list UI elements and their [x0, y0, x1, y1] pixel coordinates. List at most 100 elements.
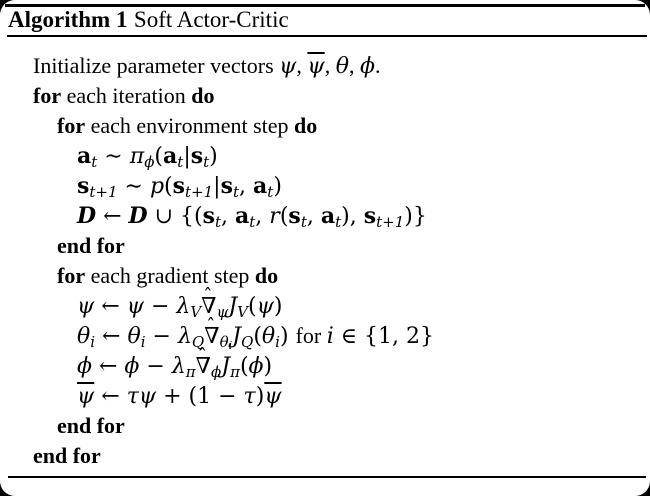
token: ): [273, 174, 282, 199]
token: ∼: [117, 174, 150, 199]
token: ): [279, 324, 296, 349]
token: )}: [404, 204, 427, 229]
token: θ: [77, 324, 91, 349]
algorithm-title-keyword: Algorithm 1: [8, 7, 128, 32]
token: J: [232, 324, 241, 349]
algorithm-line: end for: [0, 441, 650, 471]
token: a: [77, 143, 92, 169]
token: |: [183, 144, 191, 169]
token: ψ: [77, 384, 95, 409]
token: ∈ {1, 2}: [333, 324, 434, 349]
token: ψ: [126, 294, 144, 319]
token: −: [145, 324, 178, 349]
token: τ: [243, 384, 256, 409]
token: |: [213, 174, 221, 199]
token: each environment step: [85, 113, 295, 138]
token: θ: [335, 54, 349, 79]
token: −: [139, 354, 172, 379]
token: each iteration: [61, 83, 192, 108]
token: ,: [348, 53, 360, 78]
token: (: [247, 294, 257, 319]
token: a: [235, 203, 250, 229]
token: ∼: [97, 144, 130, 169]
token: ψ: [256, 294, 274, 319]
token: θ: [219, 332, 229, 351]
top-rule: [5, 4, 645, 7]
token: ),: [341, 204, 364, 229]
token: π: [185, 362, 196, 381]
token: i: [90, 332, 96, 351]
algorithm-line: ψ ← τψ + (1 − τ)ψ: [0, 381, 650, 411]
algorithm-line: end for: [0, 231, 650, 261]
token: r: [269, 204, 280, 229]
algorithm-line: for each iteration do: [0, 81, 650, 111]
token: t: [267, 182, 274, 201]
title-rule: [7, 35, 647, 37]
algorithm-line: ψ ← ψ − λV∇ˆψJV(ψ): [77, 286, 283, 321]
token: ): [263, 354, 273, 379]
token: t: [249, 212, 256, 231]
token: p: [149, 174, 165, 199]
token: ): [273, 294, 283, 319]
token: s: [220, 173, 233, 199]
token: t: [214, 212, 221, 231]
algorithm-line: at ∼ πϕ(at|st): [0, 141, 650, 171]
token: Q: [191, 332, 205, 351]
algorithm-line: ϕ ← ϕ − λπ∇ˆϕJπ(ϕ): [77, 346, 273, 381]
token: λ: [171, 354, 186, 379]
token: J: [221, 354, 231, 379]
token: π: [129, 144, 145, 169]
token: Initialize parameter vectors: [33, 53, 280, 78]
token: t: [203, 152, 210, 171]
token: s: [190, 143, 204, 169]
token: ψ: [264, 384, 282, 409]
algorithm-line: for each gradient step do: [0, 261, 650, 291]
token: t+1: [185, 182, 214, 201]
token: D: [77, 203, 97, 229]
token: each gradient step: [85, 263, 255, 288]
token: ϕ: [248, 354, 264, 379]
token: ←: [95, 324, 128, 349]
token: ∇: [195, 354, 212, 379]
token: for: [33, 83, 62, 108]
token: i: [228, 339, 233, 353]
token: τ: [126, 384, 139, 409]
token: ϕ: [211, 362, 222, 381]
token: + (1 −: [156, 384, 244, 409]
token: (: [154, 144, 164, 169]
token: ∪ {(: [147, 204, 203, 229]
token: θ: [261, 324, 276, 349]
token: t: [300, 212, 307, 231]
token: t+1: [376, 212, 405, 231]
token: ,: [296, 53, 308, 78]
token: t: [177, 152, 184, 171]
token: ϕ: [359, 54, 375, 79]
token: (: [279, 204, 289, 229]
token: (: [239, 354, 249, 379]
token: s: [77, 173, 90, 199]
bottom-rule: [8, 476, 646, 478]
token: V: [237, 302, 248, 321]
token: π: [230, 362, 240, 381]
token: do: [191, 83, 215, 108]
token: end for: [57, 233, 125, 258]
token: t: [232, 182, 240, 201]
token: ψ: [216, 302, 229, 321]
token: ←: [94, 294, 127, 319]
algorithm-line: θi ← θi − λQ∇ˆθiJQ(θi) for i ∈ {1, 2}: [77, 316, 434, 353]
token: end for: [33, 443, 101, 468]
token: Q: [241, 332, 254, 351]
algorithm-line: Initialize parameter vectors ψ, ψ, θ, ϕ.: [0, 51, 650, 81]
token: t: [91, 152, 98, 171]
token: ,: [324, 53, 336, 78]
token: ϕ: [124, 354, 140, 379]
token: ψ: [307, 54, 325, 79]
token: s: [172, 173, 186, 199]
token: θ: [127, 324, 141, 349]
token: ψ: [77, 294, 95, 319]
token: D: [128, 203, 148, 229]
token: for: [57, 113, 86, 138]
